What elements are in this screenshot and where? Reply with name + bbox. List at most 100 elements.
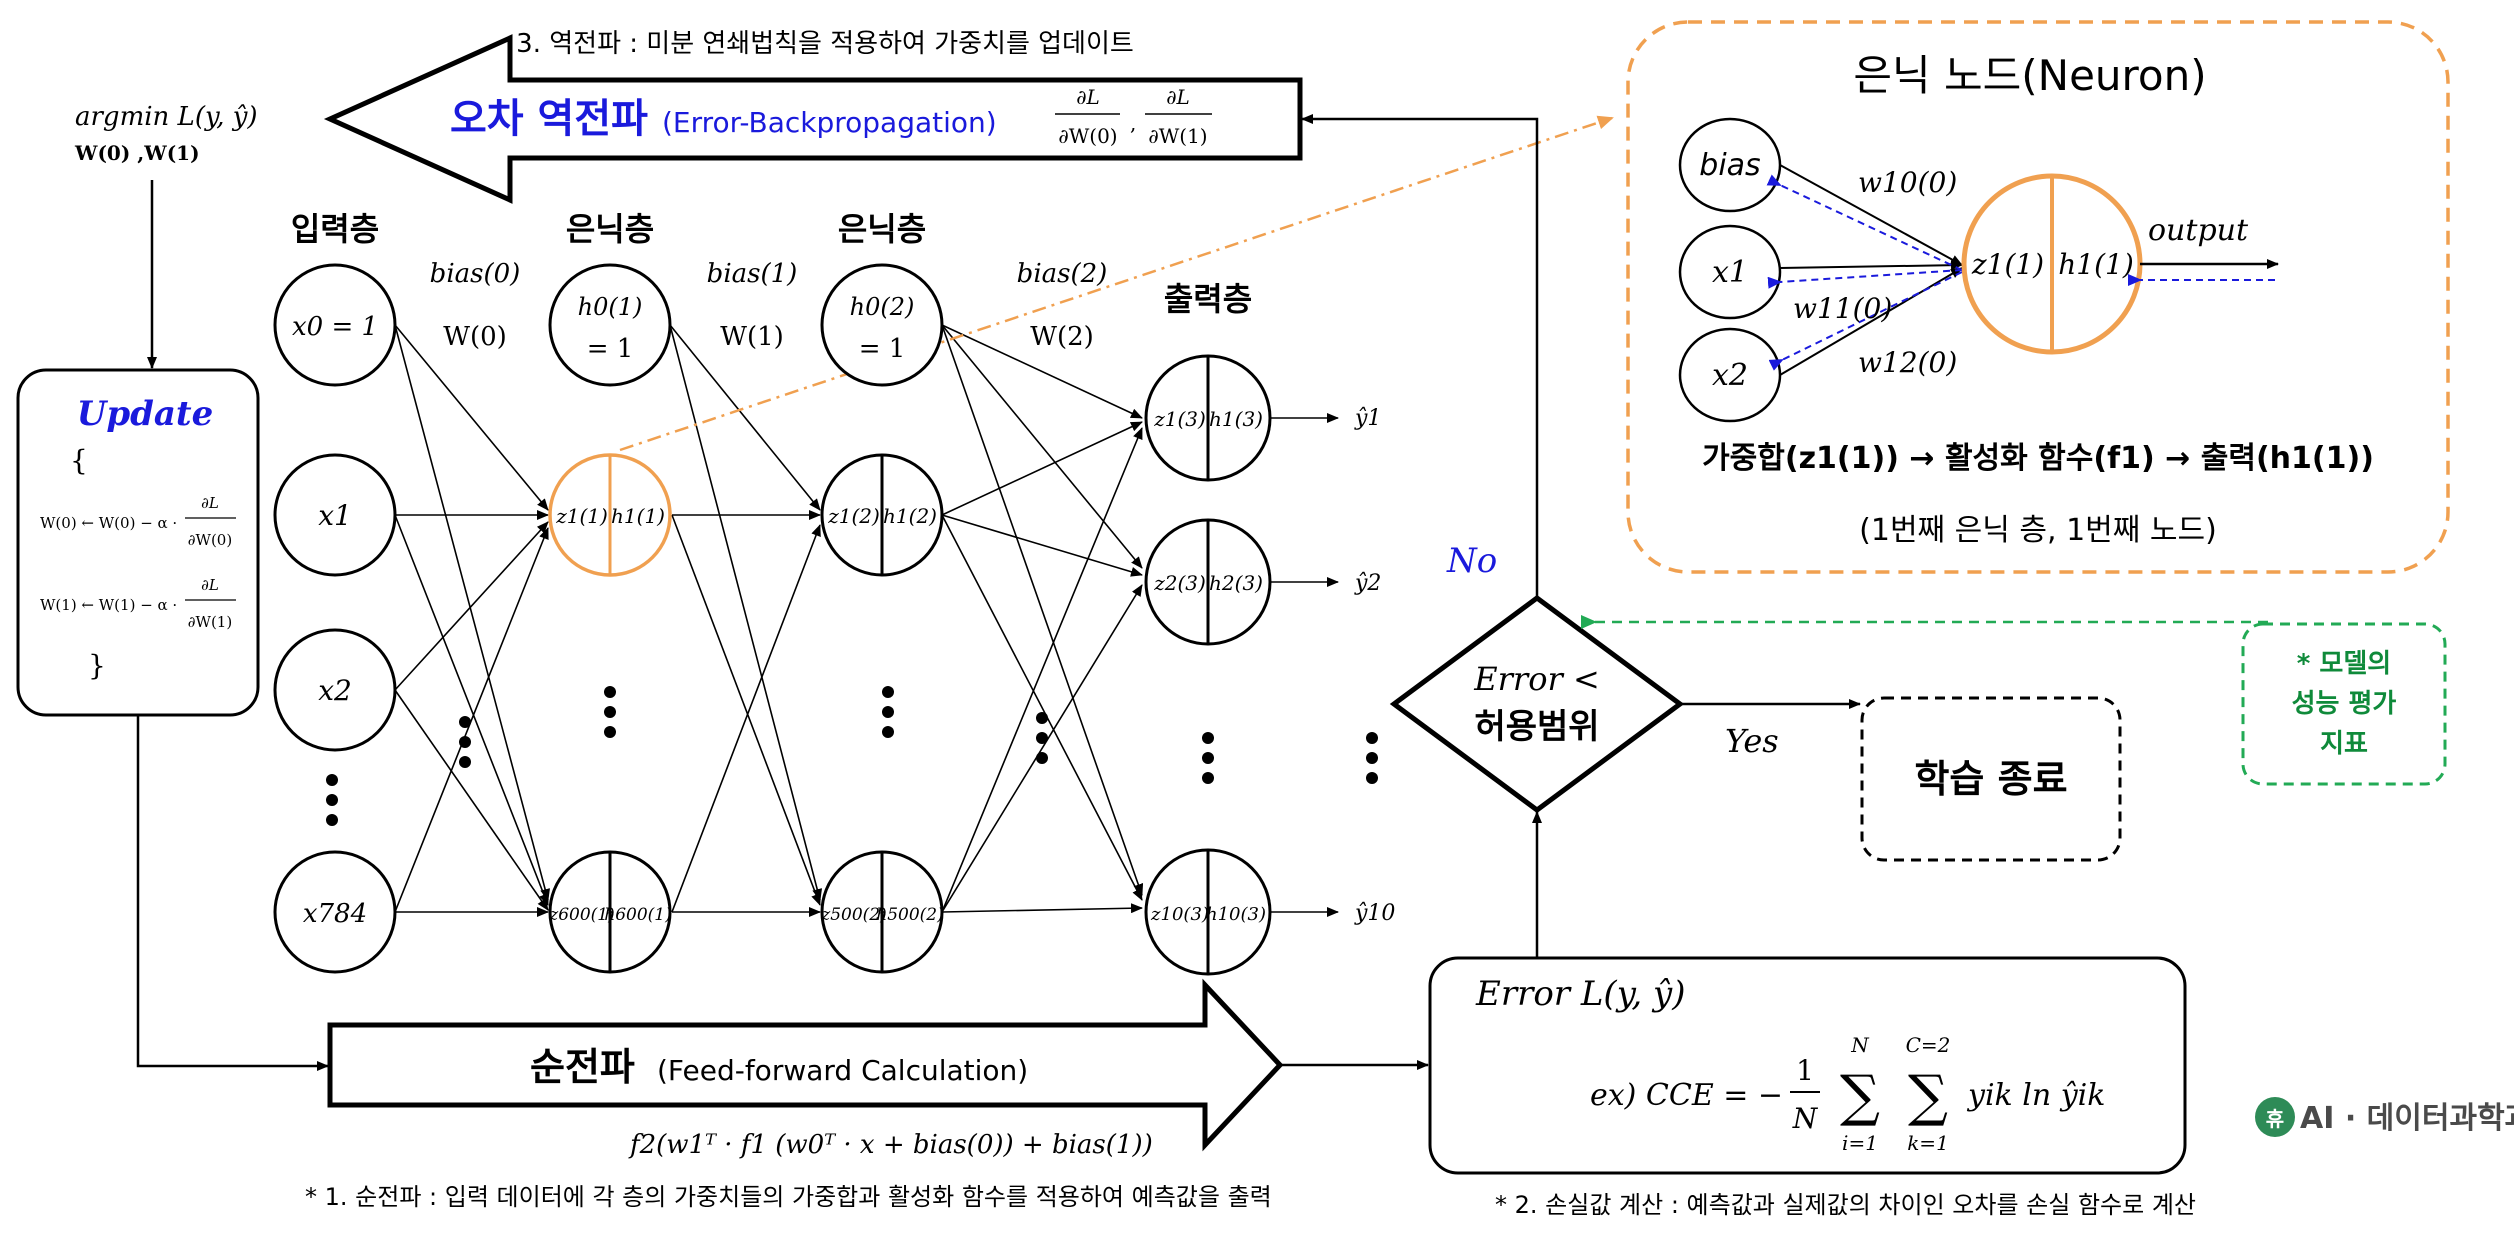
update-rule-1-den: ∂W(1) <box>188 613 232 631</box>
hidden1-node-600-z: z600(1) <box>548 905 615 925</box>
logo-text: AI · 데이터과학과 <box>2300 1101 2514 1136</box>
hidden2-node-500: z500(2) h500(2) <box>820 850 944 974</box>
error-frac-num: 1 <box>1796 1054 1814 1087</box>
layer-input-label: 입력층 <box>291 210 379 248</box>
neuron-forward-lines <box>1779 164 1963 376</box>
neuron-input-bias-label: bias <box>1699 148 1760 183</box>
output-node-2-h: h2(3) <box>1209 571 1263 595</box>
output-node-10: z10(3) h10(3) <box>1144 848 1272 976</box>
layer-output-label: 출력층 <box>1164 280 1252 318</box>
grad-den-0: ∂W(0) <box>1058 124 1117 148</box>
update-rule-1-lhs: W(1) ← W(1) − α · <box>40 596 177 614</box>
update-rule-0-den: ∂W(0) <box>188 531 232 549</box>
hidden2-node-500-h: h500(2) <box>876 905 943 925</box>
bias-label-1: bias(1) W(1) <box>707 259 798 352</box>
grad-num-0: ∂L <box>1076 85 1100 109</box>
decision-no: No <box>1446 541 1497 581</box>
bias-2: bias(2) <box>1017 259 1108 289</box>
yhat-10: ŷ10 <box>1354 901 1395 926</box>
metric-note-box <box>2241 622 2447 786</box>
neuron-formula: 가중합(z1(1)) → 활성화 함수(f1) → 출력(h1(1)) <box>1702 441 2374 476</box>
error-sum1-top: N <box>1850 1033 1870 1057</box>
update-rule-0-num: ∂L <box>201 494 219 512</box>
update-close-brace: } <box>88 649 106 682</box>
argmin-subscript: W(0) ,W(1) <box>74 141 200 165</box>
output-node-10-h: h10(3) <box>1206 904 1266 925</box>
forward-arrow-shape <box>327 978 1284 1152</box>
neuron-input-x1: x1 <box>1678 224 1782 320</box>
neuron-output-label: output <box>2148 213 2249 248</box>
connections-hidden2-output <box>941 324 1144 914</box>
backprop-step-note: 3. 역전파 : 미분 연쇄법칙을 적용하여 가중치를 업데이트 <box>516 29 1134 59</box>
backprop-gradient: ∂L ∂W(0) , ∂L ∂W(1) <box>1055 85 1212 148</box>
update-rule-1-num: ∂L <box>201 576 219 594</box>
hidden1-node-1-h: h1(1) <box>611 504 665 528</box>
update-rule-0: W(0) ← W(0) − α · ∂L ∂W(0) <box>40 494 236 549</box>
neuron-panel-title: 은닉 노드(Neuron) <box>1853 51 2206 100</box>
connections-hidden1-hidden2 <box>669 324 823 917</box>
error-formula: ex) CCE = − 1 N N ∑ i=1 C=2 ∑ k=1 yik ln… <box>1590 1033 2105 1155</box>
layer-hidden1-label: 은닉층 <box>566 210 654 248</box>
update-title: Update <box>77 394 214 434</box>
hidden1-bias-top: h0(1) <box>578 293 643 321</box>
forward-title-en: (Feed-forward Calculation) <box>657 1054 1028 1087</box>
hidden2-node-1: z1(2) h1(2) <box>820 453 944 577</box>
hidden1-bias-bot: = 1 <box>587 334 634 364</box>
hidden2-node-1-z: z1(2) <box>827 504 880 528</box>
update-rule-1: W(1) ← W(1) − α · ∂L ∂W(1) <box>40 576 236 631</box>
hidden1-node-600: z600(1) h600(1) <box>548 850 672 974</box>
neuron-pointer-line <box>619 115 1614 452</box>
yhat-1: ŷ1 <box>1354 406 1381 431</box>
input-node-x0-label: x0 = 1 <box>292 312 378 342</box>
argmin-label: argmin L(y, ŷ) <box>75 102 258 132</box>
hidden2-bias-top: h0(2) <box>850 293 915 321</box>
hidden1-bias-node: h0(1) = 1 <box>548 263 672 387</box>
error-sum1-sigma: ∑ <box>1840 1064 1880 1129</box>
logo-mark: 휴 <box>2266 1107 2284 1131</box>
neuron-input-x2-label: x2 <box>1712 358 1748 393</box>
update-to-forward-arrow <box>136 715 329 1071</box>
hidden2-node-1-h: h1(2) <box>883 504 937 528</box>
hidden1-node-600-h: h600(1) <box>604 905 671 925</box>
metric-note-line-0: * 모델의 <box>2297 649 2391 679</box>
metric-note-line-1: 성능 평가 <box>2292 689 2397 719</box>
end-box <box>1860 696 2122 862</box>
neuron-main-z: z1(1) <box>1971 248 2044 281</box>
decision-yes: Yes <box>1725 722 1779 760</box>
neuron-main-node: z1(1) h1(1) <box>1961 173 2143 355</box>
error-sum2-sigma: ∑ <box>1908 1064 1948 1129</box>
hidden1-node-1: z1(1) h1(1) <box>548 453 672 577</box>
department-logo: 휴 AI · 데이터과학과 <box>2255 1097 2514 1137</box>
neuron-input-x2: x2 <box>1678 327 1782 423</box>
error-sum1-bot: i=1 <box>1842 1131 1878 1155</box>
output-node-1-z: z1(3) <box>1153 407 1206 431</box>
backprop-arrow-shape <box>323 34 1303 204</box>
update-rule-0-lhs: W(0) ← W(0) − α · <box>40 514 177 532</box>
neuron-main-h: h1(1) <box>2058 248 2134 281</box>
bias-0: bias(0) <box>430 259 521 289</box>
neuron-caption: (1번째 은닉 층, 1번째 노드) <box>1859 513 2217 548</box>
end-label: 학습 종료 <box>1914 757 2067 801</box>
hidden2-bias-node: h0(2) = 1 <box>820 263 944 387</box>
forward-title-ko: 순전파 <box>530 1045 635 1089</box>
output-node-2: z2(3) h2(3) <box>1144 518 1272 646</box>
output-node-2-z: z2(3) <box>1153 571 1206 595</box>
connections-input-hidden1 <box>394 324 551 917</box>
yhat-2: ŷ2 <box>1354 571 1381 596</box>
weight-1: W(1) <box>720 322 784 352</box>
error-title: Error L(y, ŷ) <box>1475 974 1685 1014</box>
bias-label-2: bias(2) W(2) <box>1017 259 1108 352</box>
ellipsis-dots <box>326 686 1378 826</box>
input-node-x784-label: x784 <box>303 899 367 929</box>
neuron-input-x1-label: x1 <box>1712 255 1748 290</box>
error-formula-left: ex) CCE = − <box>1590 1078 1783 1113</box>
weight-2: W(2) <box>1030 322 1094 352</box>
hidden2-bias-bot: = 1 <box>859 334 906 364</box>
neuron-weight-10: w10(0) <box>1858 166 1957 199</box>
metric-note-line-2: 지표 <box>2320 729 2368 759</box>
neuron-weight-12: w12(0) <box>1858 346 1957 379</box>
neuron-backward-lines <box>1766 174 1963 371</box>
error-sum2-bot: k=1 <box>1907 1131 1949 1155</box>
input-node-x2: x2 <box>273 628 397 752</box>
